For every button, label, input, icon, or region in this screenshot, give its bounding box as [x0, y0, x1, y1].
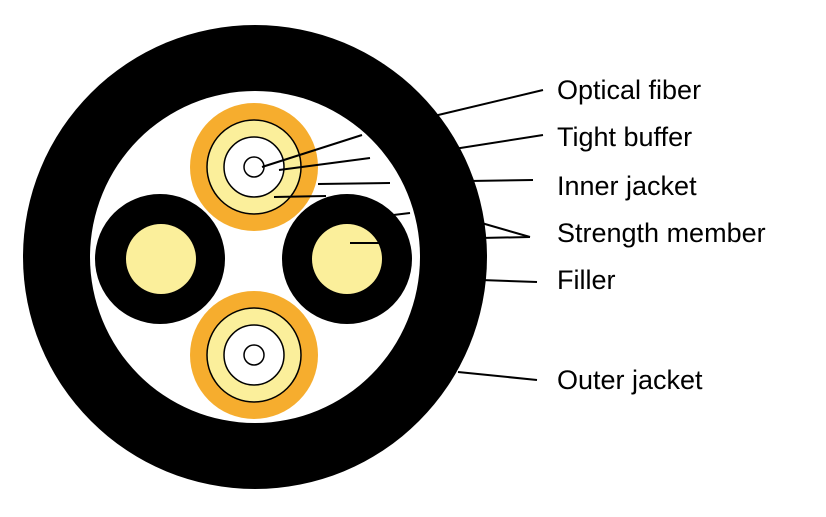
label-tight-buffer: Tight buffer	[557, 122, 693, 152]
leader-filler	[480, 279, 538, 283]
fiber-unit-bottom	[190, 291, 318, 419]
filler-left	[95, 194, 225, 324]
pointer-filler	[367, 212, 411, 219]
cable-interior	[90, 91, 420, 423]
leader-optical-fiber	[433, 89, 544, 117]
fiber-unit-top	[190, 103, 318, 231]
pointer-optical-fiber	[261, 134, 363, 168]
leader-outer-jacket	[457, 371, 538, 381]
label-inner-jacket: Inner jacket	[557, 171, 697, 201]
label-filler: Filler	[557, 265, 616, 295]
label-optical-fiber: Optical fiber	[557, 75, 702, 105]
leader-tight-buffer	[453, 134, 544, 150]
filler-right	[282, 194, 412, 324]
label-outer-jacket: Outer jacket	[557, 365, 703, 395]
optical-fiber	[243, 156, 265, 178]
pointer-strength-member	[273, 195, 327, 198]
label-strength-member: Strength member	[557, 218, 766, 248]
pointer-inner-jacket	[317, 182, 391, 185]
leader-strength-member-2	[479, 236, 531, 239]
pointer-tight-buffer	[278, 157, 371, 171]
leader-inner-jacket	[468, 179, 534, 182]
leader-lines	[261, 89, 544, 381]
leader-strength-member-1	[477, 221, 531, 238]
